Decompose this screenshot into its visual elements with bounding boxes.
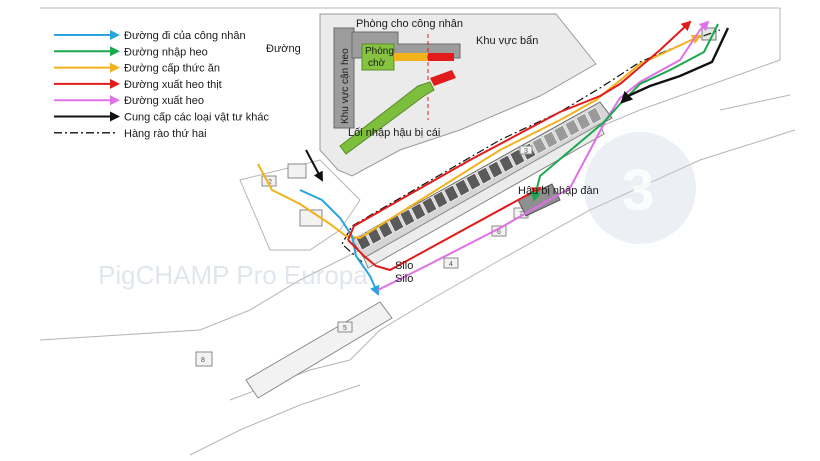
svg-text:6: 6 (497, 229, 501, 236)
svg-text:8: 8 (201, 357, 205, 364)
barn-pen (509, 148, 526, 167)
svg-text:PigCHAMP Pro Europa: PigCHAMP Pro Europa (98, 260, 368, 290)
legend-label-0: Đường đi của công nhân (124, 30, 246, 42)
barn-pen (443, 184, 460, 203)
watermark: PigCHAMP Pro Europa 3 (98, 132, 696, 290)
svg-text:7: 7 (519, 211, 523, 218)
workers-room-label: Phòng cho công nhân (356, 18, 463, 30)
barn-pen (542, 130, 559, 149)
gilt-entry-label: Lối nhập hậu bị cái (348, 127, 440, 139)
barn-pen (553, 124, 570, 143)
barn-pen (575, 112, 592, 131)
gilt-herd-entry-label: Hậu bị nhập đàn (518, 185, 599, 197)
legend-label-5: Cung cấp các loại vật tư khác (124, 112, 269, 124)
legend-label-6: Hàng rào thứ hai (124, 128, 207, 140)
waiting-room-label-1: Phòng (365, 46, 394, 57)
barn-pen (487, 160, 504, 179)
barn-pen (421, 196, 438, 215)
silo-label-2: Silo (395, 273, 413, 285)
route-worker-path (299, 189, 380, 296)
watermark-logo-number: 3 (622, 158, 654, 223)
waiting-room-block (361, 43, 395, 71)
road-label: Đường (266, 43, 301, 55)
barn-pen (564, 118, 581, 137)
barn-pen (410, 202, 427, 221)
barn-pen (465, 172, 482, 191)
dirty-area-label: Khu vực bẩn (476, 35, 538, 47)
waiting-room-connector (394, 53, 428, 61)
svg-text:3: 3 (524, 148, 528, 155)
legend-label-3: Đường xuất heo thịt (124, 79, 222, 91)
route-finisher-exit (347, 20, 692, 272)
gilt-entry-ramp (339, 81, 435, 155)
barn-pen (454, 178, 471, 197)
barn-pen (432, 190, 449, 209)
silo-label-1: Silo (395, 260, 413, 272)
legend-label-4: Đường xuất heo (124, 95, 204, 107)
barn-pen (476, 166, 493, 185)
house-direction-arrow (305, 149, 323, 182)
quarantine-area-block (333, 27, 355, 129)
barn-pen (531, 136, 548, 155)
barn-pen (498, 154, 515, 173)
legend-label-2: Đường cấp thức ăn (124, 63, 220, 75)
quarantine-area-label: Khu vực cận heo (340, 48, 351, 124)
barn-pen (586, 106, 603, 125)
svg-text:5: 5 (343, 325, 347, 332)
svg-text:2: 2 (268, 179, 272, 186)
barn-pen (399, 208, 416, 227)
dirty-side-connector (428, 53, 454, 61)
legend-label-1: Đường nhập heo (124, 46, 208, 58)
barn-pens (355, 106, 603, 251)
svg-text:4: 4 (449, 261, 453, 268)
waiting-room-label-2: chờ (368, 58, 386, 69)
watermark-logo-circle (584, 132, 696, 244)
route-feed-supply (257, 34, 702, 240)
route-pig-exit (377, 20, 710, 291)
gilt-entry-red-bar (430, 70, 456, 86)
route-other-supplies (620, 27, 730, 104)
